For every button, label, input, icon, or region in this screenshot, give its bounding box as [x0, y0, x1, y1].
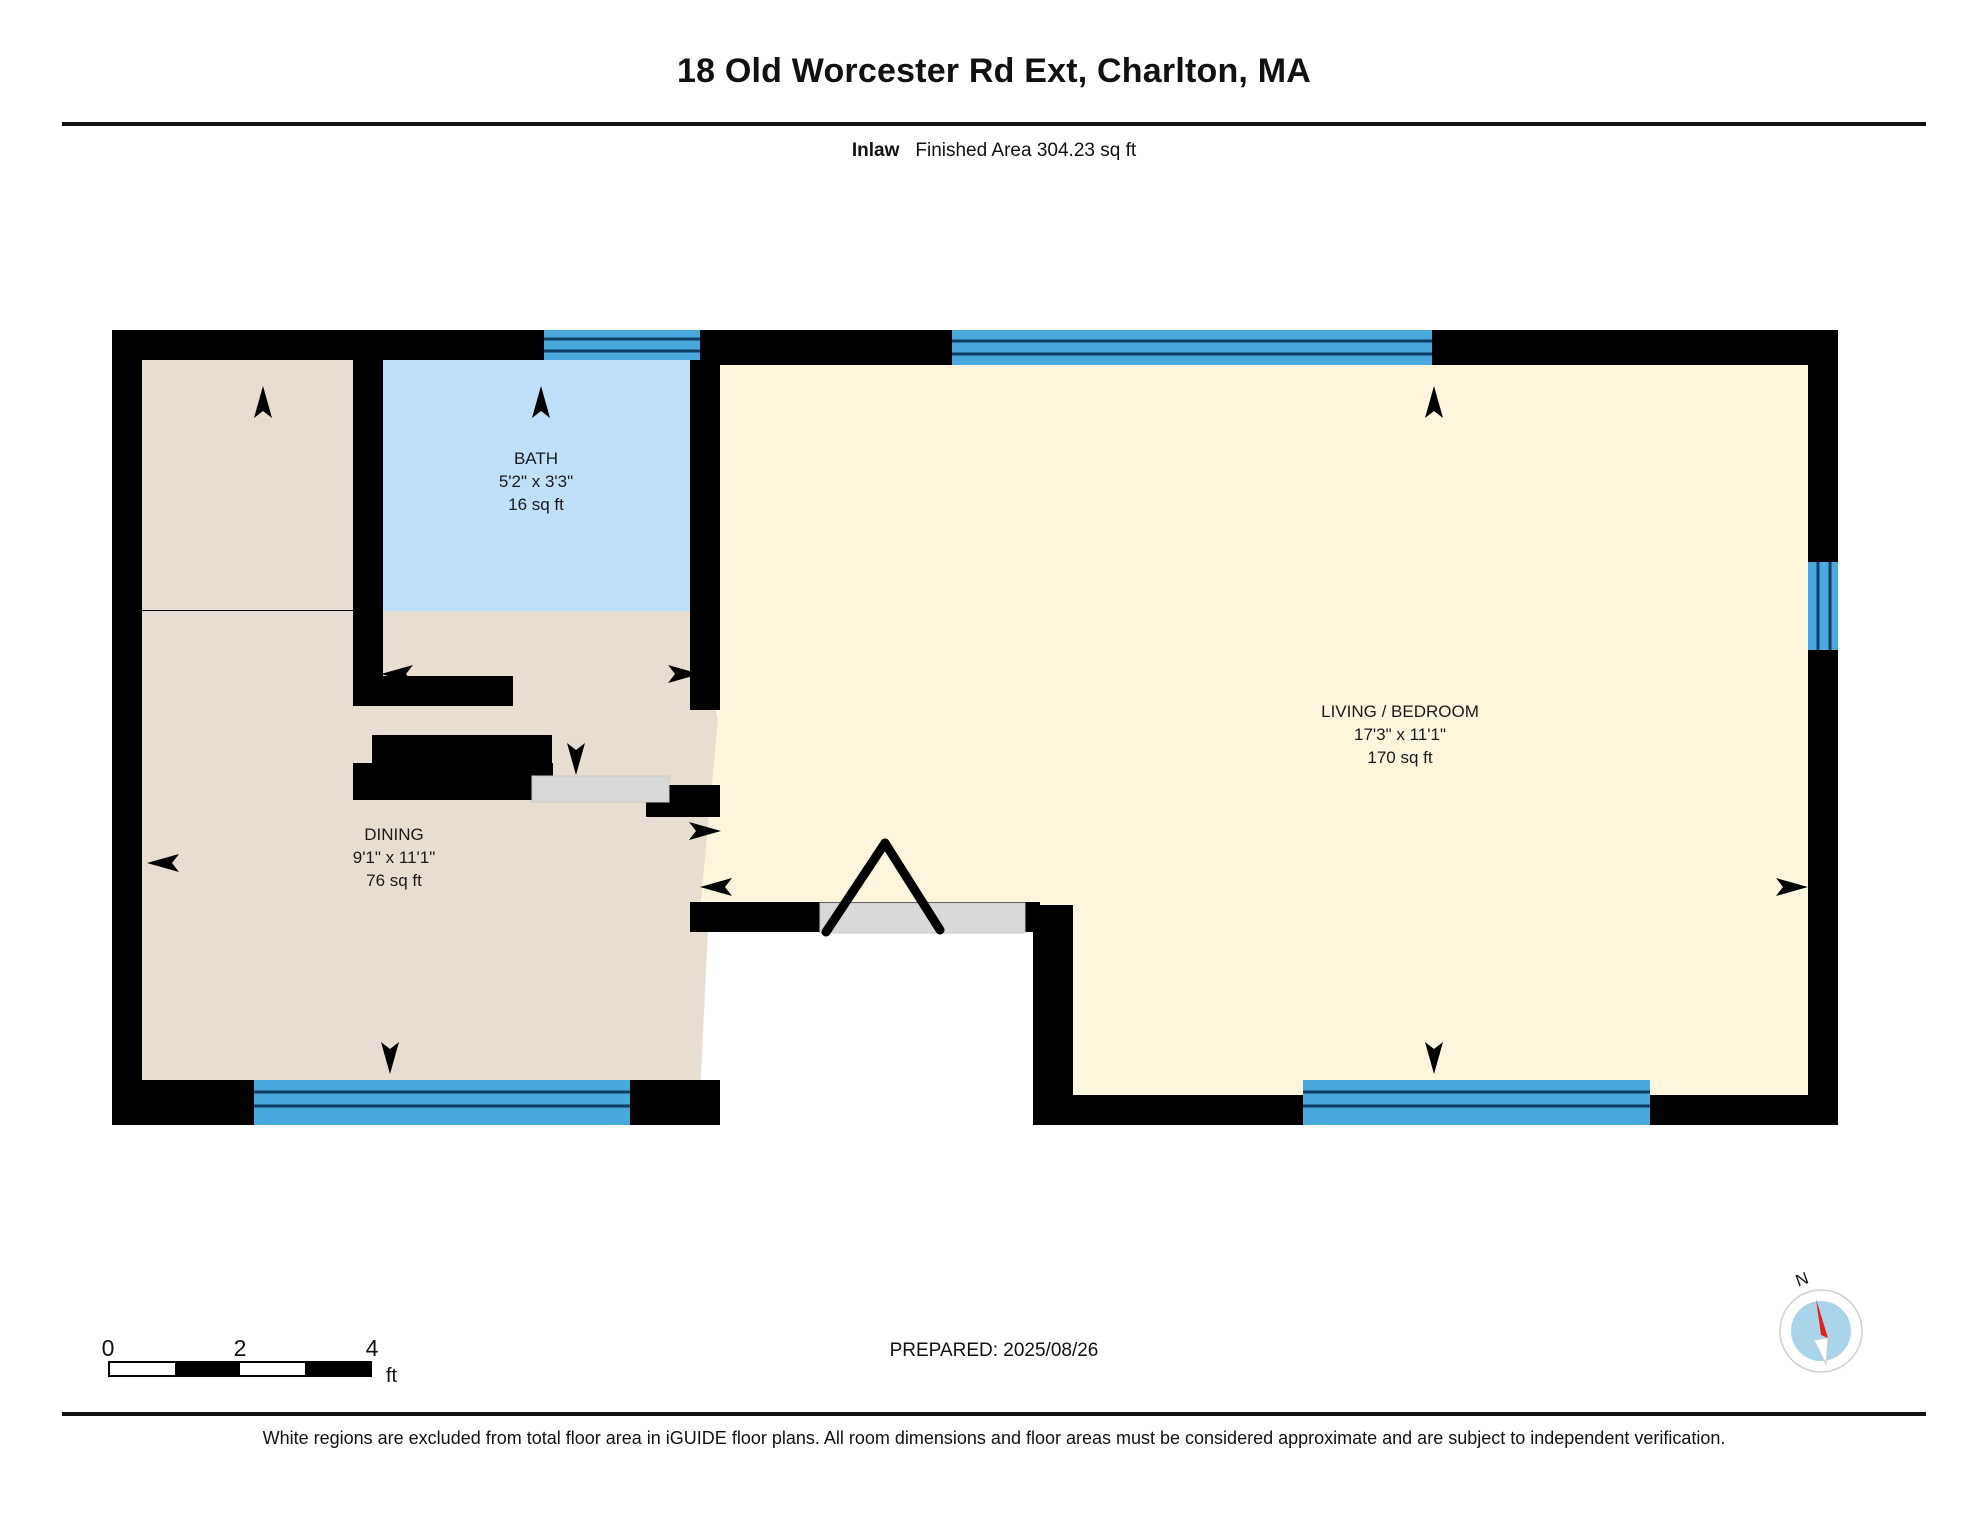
room-label-living-bedroom: LIVING / BEDROOM 17'3" x 11'1" 170 sq ft — [1321, 702, 1479, 767]
scale-segment-1 — [110, 1363, 175, 1375]
scale-tick-2: 4 — [365, 1335, 379, 1361]
scale-segment-3 — [240, 1363, 305, 1375]
level-name: Inlaw — [851, 140, 900, 161]
window-top-bath — [544, 330, 700, 360]
walls-interior-detail — [353, 738, 550, 800]
room-area-dining: 76 sq ft — [366, 871, 422, 890]
scale-tick-labels: 0 2 4 — [102, 1335, 379, 1361]
scale-segment-4 — [305, 1363, 370, 1375]
room-dims-living: 17'3" x 11'1" — [1354, 725, 1446, 744]
room-label-dining: DINING 9'1" x 11'1" 76 sq ft — [353, 825, 436, 890]
room-name-bath: BATH — [514, 449, 558, 468]
windows — [254, 330, 1838, 1125]
scale-unit-label: ft — [386, 1365, 398, 1387]
room-area-living: 170 sq ft — [1367, 748, 1432, 767]
scale-tick-1: 2 — [233, 1335, 247, 1361]
scale-rule — [108, 1361, 372, 1377]
compass-rose: N — [1778, 1269, 1864, 1374]
door-bath — [531, 775, 670, 803]
room-name-living: LIVING / BEDROOM — [1321, 702, 1479, 721]
level-area-summary: Inlaw Finished Area 304.23 sq ft — [0, 140, 1988, 162]
room-area-bath: 16 sq ft — [508, 495, 564, 514]
scale-segment-2 — [175, 1363, 240, 1375]
window-bottom-dining — [254, 1080, 630, 1125]
room-living-bedroom-shape[interactable] — [700, 365, 1838, 1095]
window-top-living — [952, 330, 1432, 365]
room-dims-bath: 5'2" x 3'3" — [499, 472, 573, 491]
page-title: 18 Old Worcester Rd Ext, Charlton, MA — [677, 52, 1311, 90]
room-dining-shape[interactable] — [140, 611, 718, 1095]
window-right-living — [1808, 562, 1838, 650]
floorplan-drawing[interactable]: BATH 5'2" x 3'3" 16 sq ft DINING 9'1" x … — [0, 190, 1988, 1250]
scale-bar: 0 2 4 ft — [102, 1335, 398, 1387]
disclaimer-text: White regions are excluded from total fl… — [262, 1428, 1726, 1448]
door-french-living — [819, 838, 1026, 937]
floorplan-canvas[interactable]: BATH 5'2" x 3'3" 16 sq ft DINING 9'1" x … — [0, 190, 1988, 1250]
view-direction-arrows — [147, 386, 1808, 1074]
doors[interactable] — [531, 775, 1026, 937]
room-bath-shape[interactable] — [372, 358, 700, 694]
footer-divider — [62, 1412, 1926, 1416]
compass-icon — [1779, 1289, 1863, 1373]
scale-tick-0: 0 — [101, 1335, 115, 1361]
finished-area-text: Finished Area 304.23 sq ft — [915, 140, 1137, 161]
room-label-bath: BATH 5'2" x 3'3" 16 sq ft — [499, 449, 573, 514]
window-bottom-living — [1303, 1080, 1650, 1125]
prepared-date: PREPARED: 2025/08/26 — [889, 1340, 1099, 1361]
room-dims-dining: 9'1" x 11'1" — [353, 848, 436, 867]
title-divider — [62, 122, 1926, 126]
room-name-dining: DINING — [364, 825, 424, 844]
